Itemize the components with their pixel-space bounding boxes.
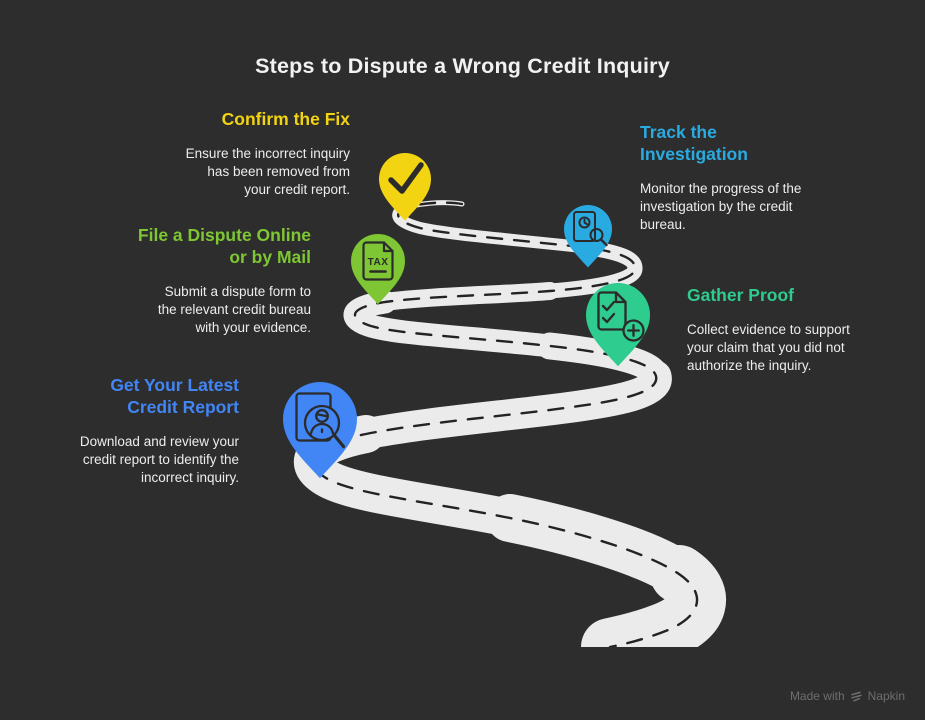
page-title: Steps to Dispute a Wrong Credit Inquiry <box>255 54 670 78</box>
step-heading: File a Dispute Online or by Mail <box>137 225 311 267</box>
step-description: Download and review your credit report t… <box>79 434 239 485</box>
step-get-credit-report: Get Your Latest Credit Report Download a… <box>29 374 239 487</box>
step-heading: Get Your Latest Credit Report <box>110 375 239 417</box>
step-gather-proof: Gather Proof Collect evidence to support… <box>687 284 897 375</box>
step-description: Submit a dispute form to the relevant cr… <box>157 284 311 335</box>
made-with-napkin-credit: Made with Napkin <box>790 689 905 703</box>
document-clock-magnifier-icon <box>573 211 608 247</box>
map-pin-file-dispute: TAX <box>351 234 405 305</box>
napkin-logo-icon <box>850 691 862 702</box>
made-with-label: Made with <box>789 689 845 703</box>
map-pin-get-credit-report <box>283 382 357 479</box>
brand-label: Napkin <box>867 689 905 703</box>
plus-icon <box>627 324 640 337</box>
tax-document-icon <box>362 241 394 281</box>
checkmark-icon <box>388 162 424 194</box>
step-description: Collect evidence to support your claim t… <box>687 322 850 373</box>
step-file-dispute: File a Dispute Online or by Mail Submit … <box>81 224 311 337</box>
step-heading: Gather Proof <box>687 285 794 305</box>
step-heading: Confirm the Fix <box>221 109 350 129</box>
step-confirm-the-fix: Confirm the Fix Ensure the incorrect inq… <box>120 108 350 199</box>
step-track-investigation: Track the Investigation Monitor the prog… <box>640 121 850 234</box>
map-pin-track-investigation <box>564 205 612 268</box>
report-person-magnifier-icon <box>295 392 346 449</box>
step-description: Ensure the incorrect inquiry has been re… <box>185 146 350 197</box>
map-pin-confirm-fix <box>379 153 431 221</box>
step-heading: Track the Investigation <box>640 122 748 164</box>
map-pin-gather-proof <box>586 283 650 367</box>
step-description: Monitor the progress of the investigatio… <box>640 181 802 232</box>
tax-label: TAX <box>368 257 389 268</box>
